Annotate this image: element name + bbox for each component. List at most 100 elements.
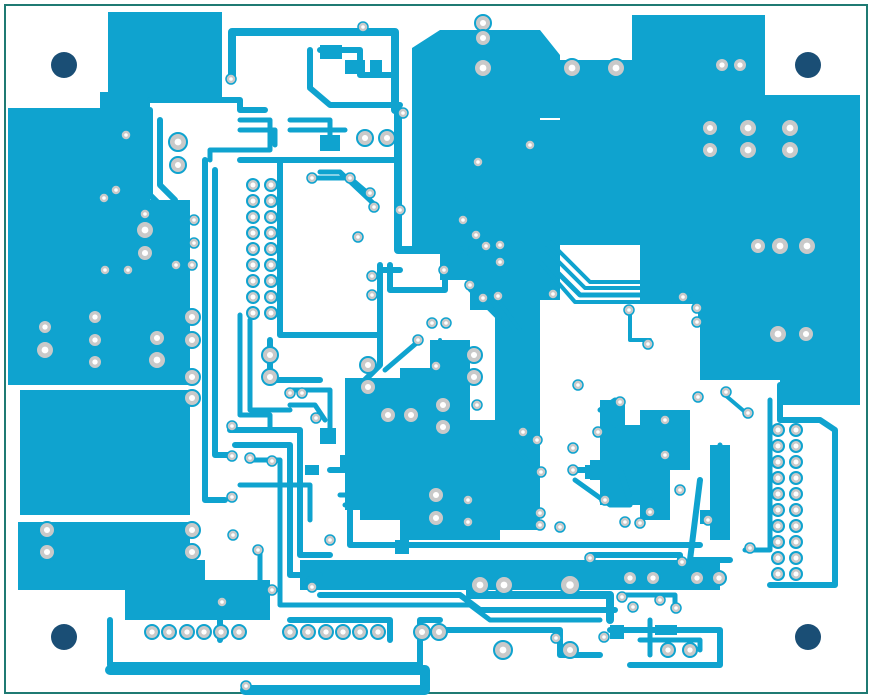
- via-drill: [631, 605, 635, 609]
- trace: [723, 393, 747, 414]
- mounting-hole-layer: [51, 52, 821, 650]
- via-drill: [444, 321, 448, 325]
- header-pin-drill: [775, 459, 781, 465]
- pad-drill: [364, 361, 372, 369]
- via-drill: [466, 498, 470, 502]
- via-drill: [627, 308, 631, 312]
- pad-drill: [470, 373, 478, 381]
- pad-drill: [340, 629, 346, 635]
- via-drill: [678, 488, 682, 492]
- smd-pad: [595, 100, 615, 118]
- header-pin-drill: [775, 507, 781, 513]
- pad-drill: [470, 351, 478, 359]
- pad-drill: [803, 242, 811, 250]
- via-drill: [638, 521, 642, 525]
- trace: [237, 312, 273, 433]
- pad-drill: [141, 226, 149, 234]
- via-drill: [430, 321, 434, 325]
- via-drill: [528, 143, 532, 147]
- through-hole-pad-layer: [35, 14, 817, 660]
- via-drill: [706, 518, 710, 522]
- via-drill: [658, 598, 662, 602]
- via-drill: [102, 196, 106, 200]
- smd-pad: [585, 465, 599, 479]
- header-pin-drill: [775, 491, 781, 497]
- pad-drill: [418, 628, 426, 636]
- smd-pad: [340, 455, 352, 471]
- via-drill: [434, 364, 438, 368]
- header-pin-drill: [250, 278, 256, 284]
- via-drill: [663, 418, 667, 422]
- pad-drill: [43, 548, 51, 556]
- pad-drill: [566, 646, 574, 654]
- via-drill: [602, 635, 606, 639]
- pad-drill: [361, 134, 369, 142]
- via-drill: [558, 525, 562, 529]
- smd-pad: [568, 100, 588, 118]
- via-drill: [466, 520, 470, 524]
- via-drill: [746, 411, 750, 415]
- smd-pad: [370, 60, 382, 74]
- copper-pour-left-mid: [20, 390, 190, 515]
- via-drill: [539, 470, 543, 474]
- pad-drill: [499, 646, 507, 654]
- pad-drill: [41, 346, 49, 354]
- pad-drill: [236, 629, 242, 635]
- via-drill: [620, 595, 624, 599]
- pad-drill: [566, 581, 574, 589]
- via-drill: [475, 403, 479, 407]
- via-drill: [588, 556, 592, 560]
- trace: [232, 442, 323, 578]
- header-pin-drill: [268, 294, 274, 300]
- header-pin-drill: [793, 555, 799, 561]
- pad-drill: [43, 526, 51, 534]
- via-drill: [244, 684, 248, 688]
- via-drill: [681, 295, 685, 299]
- via-drill: [270, 588, 274, 592]
- trace: [287, 617, 393, 643]
- trace: [287, 402, 328, 423]
- via-drill: [674, 606, 678, 610]
- pad-drill: [407, 411, 415, 419]
- smd-pad: [345, 60, 365, 74]
- pad-drill: [432, 491, 440, 499]
- via-drill: [571, 446, 575, 450]
- trace: [394, 106, 464, 254]
- pad-drill: [627, 575, 633, 581]
- trace: [157, 117, 178, 203]
- pad-drill: [141, 249, 149, 257]
- via-drill: [571, 468, 575, 472]
- header-pin-drill: [793, 475, 799, 481]
- trace: [478, 240, 672, 284]
- smd-pad: [455, 200, 469, 214]
- via-drill: [696, 395, 700, 399]
- pad-drill: [706, 146, 714, 154]
- trace: [307, 47, 403, 108]
- pad-drill: [305, 629, 311, 635]
- pad-drill: [364, 383, 372, 391]
- smd-pad: [540, 100, 560, 118]
- trace: [687, 477, 733, 563]
- pad-drill: [174, 138, 182, 146]
- trace: [767, 382, 838, 588]
- pad-drill: [435, 628, 443, 636]
- header-pin-drill: [793, 427, 799, 433]
- via-drill: [474, 233, 478, 237]
- pad-drill: [754, 242, 762, 250]
- header-pin-drill: [250, 182, 256, 188]
- pad-drill: [174, 161, 182, 169]
- header-pin-drill: [250, 246, 256, 252]
- pad-drill: [479, 34, 487, 42]
- pad-drill: [786, 146, 794, 154]
- pad-drill: [612, 64, 620, 72]
- trace: [227, 427, 333, 558]
- trace: [637, 637, 703, 653]
- via-drill: [361, 25, 365, 29]
- pad-drill: [153, 334, 161, 342]
- pad-drill: [92, 337, 98, 343]
- pad-drill: [432, 514, 440, 522]
- via-drill: [596, 430, 600, 434]
- smd-pad: [395, 540, 409, 554]
- trace: [237, 482, 313, 523]
- pad-drill: [744, 146, 752, 154]
